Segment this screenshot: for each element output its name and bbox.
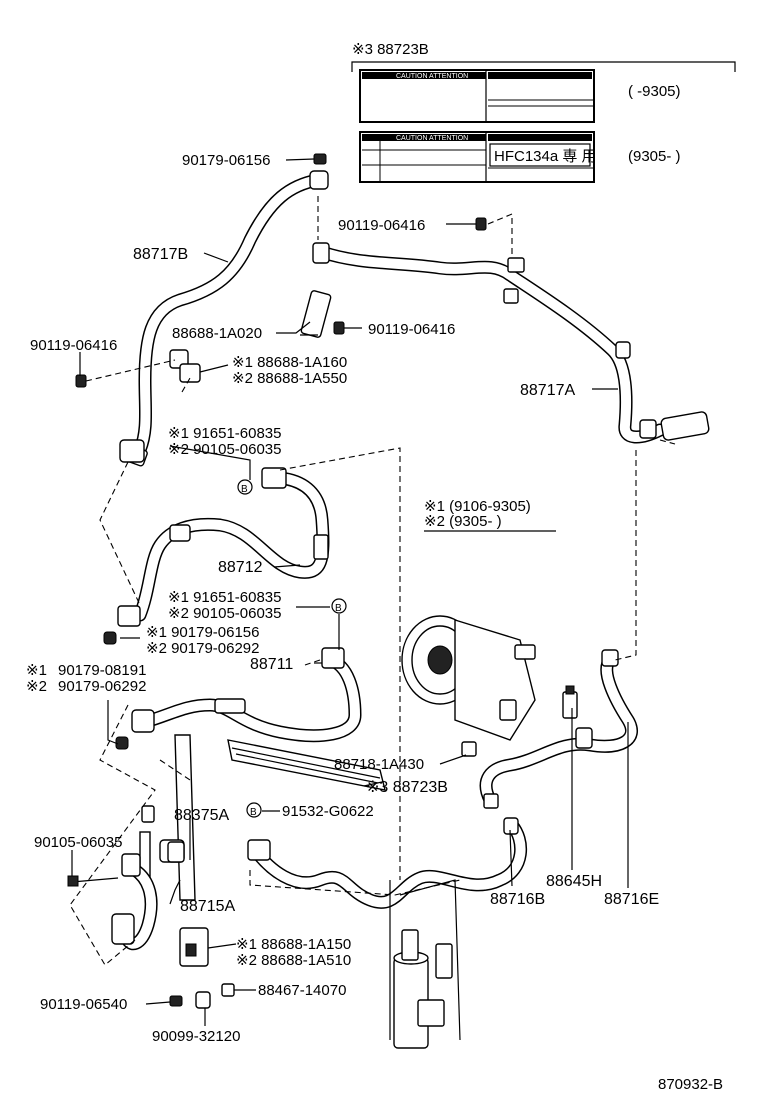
b-marker-2: B	[335, 603, 342, 614]
caution-labels: ※3 88723B CAUTION ATTENTION ( -9305) CAU…	[351, 41, 736, 183]
label-90179-06156-b: ※1 90179-06156	[146, 624, 260, 641]
label-88688-1A160: ※1 88688-1A160	[232, 354, 347, 371]
bolt-90119-06416-top	[475, 217, 487, 231]
hose-88717B	[120, 170, 329, 467]
nut-90179-06156-b	[103, 631, 117, 645]
label-91651-60835-b: ※1 91651-60835	[168, 589, 282, 606]
label-91532-G0622: 91532-G0622	[282, 803, 374, 820]
label-88716E: 88716E	[604, 891, 659, 908]
compressor	[401, 615, 536, 741]
hose-88716B	[247, 817, 528, 909]
label-88375A: 88375A	[174, 807, 229, 824]
cap-88467-14070	[221, 983, 235, 997]
label-mark-1: ※1	[26, 662, 47, 679]
label-90099-32120: 90099-32120	[152, 1028, 240, 1045]
label-91651-60835-a: ※1 91651-60835	[168, 425, 282, 442]
fitting-88717B-top	[309, 170, 329, 190]
receiver-dryer	[389, 879, 461, 1049]
label-88688-1A550: ※2 88688-1A550	[232, 370, 347, 387]
label-90119-06416-top: 90119-06416	[338, 217, 425, 234]
nut-90179-08191	[115, 736, 129, 750]
bolt-90119-06540	[169, 995, 183, 1007]
label-b-range: (9305- )	[628, 148, 681, 165]
legend-1: ※1 (9106-9305)	[424, 498, 531, 515]
label-90179-06156: 90179-06156	[182, 152, 270, 169]
nut-90179-06156	[313, 153, 327, 165]
label-88716B: 88716B	[490, 891, 545, 908]
label-90179-08191: 90179-08191	[58, 662, 146, 679]
top-label-ref: ※3 88723B	[352, 41, 429, 58]
label-b-header: CAUTION ATTENTION	[396, 135, 468, 142]
label-88717B: 88717B	[133, 246, 188, 263]
label-a-range: ( -9305)	[628, 83, 681, 100]
hose-88712	[117, 467, 330, 627]
clip-88375A	[141, 805, 155, 823]
label-88717A: 88717A	[520, 382, 575, 399]
leader-lines	[71, 158, 629, 1026]
label-88711: 88711	[250, 656, 293, 673]
label-90105-06035: 90105-06035	[34, 834, 122, 851]
label-90105-06035-a: ※2 90105-06035	[168, 441, 282, 458]
label-90119-06416-left: 90119-06416	[30, 337, 117, 354]
bolt-90119-06416-left	[75, 374, 87, 388]
label-a-header: CAUTION ATTENTION	[396, 73, 468, 80]
pressure-switch-88645H	[562, 685, 578, 719]
label-88712: 88712	[218, 559, 263, 576]
hose-88711	[131, 647, 362, 743]
label-88688-1A510: ※2 88688-1A510	[236, 952, 351, 969]
dashed-lines	[69, 196, 676, 966]
label-88723B: ※3 88723B	[366, 779, 448, 796]
legend-2: ※2 (9305- )	[424, 513, 502, 530]
label-88467-14070: 88467-14070	[258, 982, 346, 999]
label-88715A: 88715A	[180, 898, 235, 915]
b-marker-3: B	[250, 807, 257, 818]
part-labels: 90179-06156 88717B 90119-06416 88688-1A0…	[26, 152, 723, 1093]
washer-90099-32120	[195, 991, 211, 1009]
label-90179-06292-a: ※2 90179-06292	[146, 640, 260, 657]
diagram-id: 870932-B	[658, 1076, 723, 1093]
label-b-text: HFC134a 専 用	[494, 148, 597, 165]
label-90179-06292-b: 90179-06292	[58, 678, 146, 695]
label-88688-1A020: 88688-1A020	[172, 325, 262, 342]
label-88645H: 88645H	[546, 873, 602, 890]
hardware	[75, 153, 487, 1009]
b-marker-1: B	[241, 484, 248, 495]
hose-88717A	[300, 242, 710, 444]
bolt-90119-06416-mid	[333, 321, 345, 335]
label-90119-06540: 90119-06540	[40, 996, 127, 1013]
label-90105-06035-b: ※2 90105-06035	[168, 605, 282, 622]
b-markers: B B B	[237, 479, 347, 818]
label-90119-06416-mid: 90119-06416	[368, 321, 455, 338]
clamp-88718-1A430	[461, 741, 477, 757]
label-mark-2: ※2	[26, 678, 47, 695]
label-88718-1A430: 88718-1A430	[334, 756, 424, 773]
hose-88716E	[479, 649, 638, 809]
label-88688-1A150: ※1 88688-1A150	[236, 936, 351, 953]
